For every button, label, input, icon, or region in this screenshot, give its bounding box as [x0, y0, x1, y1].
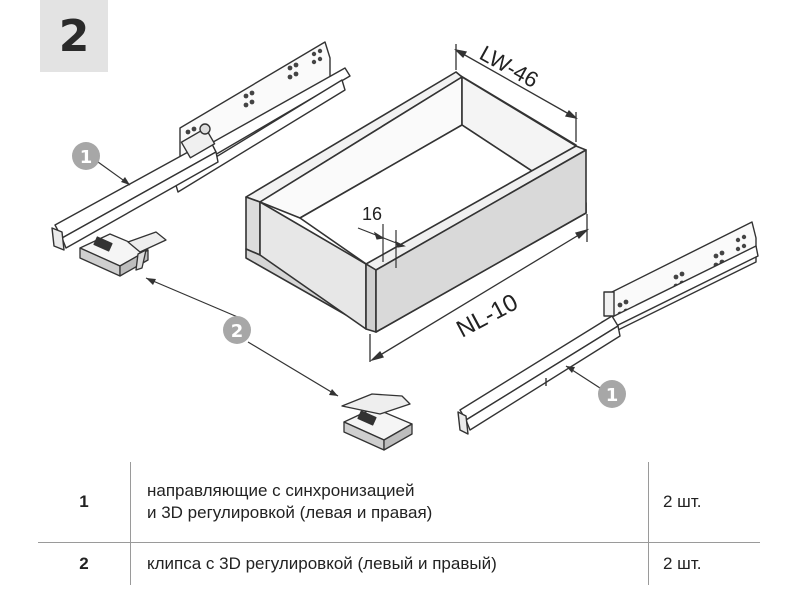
dimension-nl10-label: NL-10: [452, 289, 522, 344]
clip-left: [79, 231, 167, 277]
parts-table: 1 направляющие с синхронизацией и 3D рег…: [38, 462, 760, 585]
step-number: 2: [58, 10, 90, 62]
callout-clips: 2: [223, 316, 251, 344]
step-number-badge: 2: [40, 0, 108, 72]
part-description-line: направляющие с синхронизацией: [147, 481, 415, 500]
part-description-line: и 3D регулировкой (левая и правая): [147, 503, 433, 522]
drawer-box: [245, 71, 587, 333]
part-number: 2: [38, 542, 131, 585]
runner-left: [51, 41, 351, 251]
callout-runner-left: 1: [72, 142, 100, 170]
leader-clips-top: [145, 277, 241, 319]
assembly-drawing: LW-46 16 NL-10: [51, 41, 759, 451]
dimension-nl10: [369, 214, 590, 362]
table-row: 2 клипса с 3D регулировкой (левый и прав…: [38, 542, 760, 585]
part-description-line: клипса с 3D регулировкой (левый и правый…: [147, 554, 497, 573]
callout-clips-label: 2: [231, 321, 244, 342]
part-quantity: 2 шт.: [648, 542, 760, 585]
part-description: направляющие с синхронизацией и 3D регул…: [130, 462, 649, 543]
callout-runner-left-label: 1: [80, 147, 93, 168]
clip-right: [341, 393, 413, 451]
runner-right: [457, 221, 759, 435]
dimension-16-label: 16: [362, 204, 382, 224]
dimension-16: [357, 224, 406, 268]
dimension-lw46-label: LW-46: [476, 41, 543, 93]
part-number: 1: [79, 492, 89, 511]
part-description: клипса с 3D регулировкой (левый и правый…: [130, 542, 649, 585]
callout-runner-right: 1: [598, 380, 626, 408]
dimension-lw46: [454, 44, 578, 142]
table-row: 1 направляющие с синхронизацией и 3D рег…: [38, 462, 760, 543]
part-quantity: 2 шт.: [648, 462, 760, 543]
callout-runner-right-label: 1: [606, 385, 619, 406]
leader-clips-bottom: [247, 341, 339, 397]
